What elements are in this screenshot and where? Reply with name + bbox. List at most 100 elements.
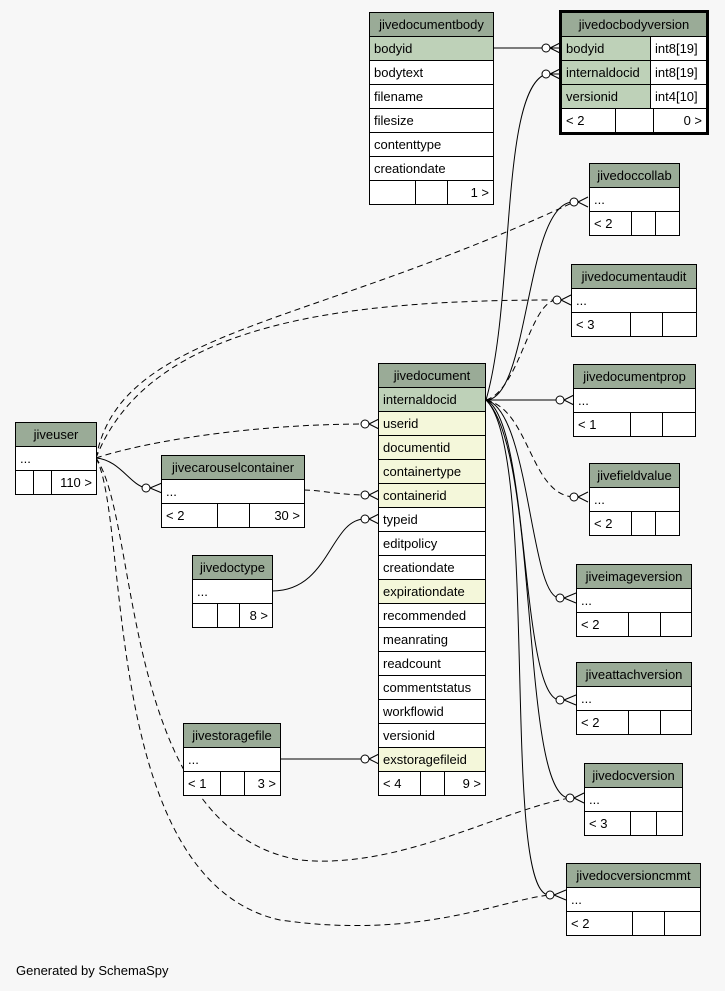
- table-footer: 8 >: [193, 604, 272, 627]
- column-ellipsis: ...: [581, 691, 592, 706]
- table-footer: < 2 30 >: [162, 504, 304, 527]
- parents-count: < 2: [594, 516, 613, 531]
- table-jivedocumentbody[interactable]: jivedocumentbody bodyid bodytext filenam…: [369, 12, 494, 205]
- column-meanrating: meanrating: [383, 632, 449, 647]
- table-footer: < 2: [577, 711, 691, 734]
- rows-count: [631, 212, 655, 235]
- parents-count: [16, 471, 33, 494]
- children-count: 0 >: [652, 109, 707, 132]
- rows-count: [217, 604, 239, 627]
- column-typeid: typeid: [383, 512, 418, 527]
- column-ellipsis: ...: [589, 792, 600, 807]
- edge-document-doccollab: [485, 201, 575, 401]
- column-bodytext: bodytext: [374, 65, 424, 80]
- table-jivedocumentprop[interactable]: jivedocumentprop ... < 1: [573, 364, 696, 437]
- rows-count: [628, 711, 660, 734]
- table-footer: < 4 9 >: [379, 772, 485, 795]
- table-jivestoragefile[interactable]: jivestoragefile ... < 1 3 >: [183, 723, 281, 796]
- parents-count: < 2: [566, 113, 585, 128]
- parents-count: [193, 604, 217, 627]
- column-bodyid: bodyid: [562, 37, 650, 60]
- children-count: [662, 413, 695, 436]
- rows-count: [630, 812, 656, 835]
- children-count: [660, 711, 691, 734]
- edge-user-docversioncmmt: [95, 457, 551, 927]
- column-bodyid: bodyid: [374, 41, 413, 56]
- parents-count: < 1: [578, 417, 597, 432]
- parents-count: < 3: [589, 816, 608, 831]
- edge-document-bodyversion: [485, 73, 547, 401]
- parents-count: < 1: [188, 776, 207, 791]
- rows-count: [419, 772, 444, 795]
- children-count: [662, 313, 696, 336]
- parents-count: < 2: [166, 508, 185, 523]
- column-internaldocid: internaldocid: [562, 61, 650, 84]
- table-footer: < 1: [574, 413, 695, 436]
- column-versionid: versionid: [562, 85, 650, 108]
- column-documentid: documentid: [383, 440, 451, 455]
- table-header: jivedocversion: [585, 764, 682, 788]
- column-exstoragefileid: exstoragefileid: [383, 752, 467, 767]
- column-commentstatus: commentstatus: [383, 680, 472, 695]
- column-type: int8[19]: [650, 61, 706, 84]
- column-ellipsis: ...: [571, 892, 582, 907]
- edge-carousel-document-containerid: [303, 489, 366, 496]
- table-footer: < 2: [577, 613, 691, 636]
- column-versionid: versionid: [383, 728, 436, 743]
- table-jivedocversioncmmt[interactable]: jivedocversioncmmt ... < 2: [566, 863, 701, 936]
- children-count: 1 >: [447, 181, 493, 204]
- rows-count: [219, 772, 244, 795]
- table-header: jivedoctype: [193, 556, 272, 580]
- table-header: jivedocbodyversion: [562, 13, 706, 37]
- table-jiveattachversion[interactable]: jiveattachversion ... < 2: [576, 662, 692, 735]
- table-footer: < 2: [590, 212, 679, 235]
- table-jivedoccollab[interactable]: jivedoccollab ... < 2: [589, 163, 680, 236]
- table-footer: < 2: [567, 912, 700, 935]
- column-containertype: containertype: [383, 464, 462, 479]
- children-count: 9 >: [443, 772, 486, 795]
- table-footer: < 2 0 >: [562, 109, 706, 132]
- edge-document-docversion: [485, 399, 571, 799]
- column-creationdate: creationdate: [383, 560, 455, 575]
- table-footer: 110 >: [16, 471, 96, 494]
- parents-count: < 2: [581, 715, 600, 730]
- table-header: jivecarouselcontainer: [162, 456, 304, 480]
- table-footer: 1 >: [370, 181, 493, 204]
- table-jivedoctype[interactable]: jivedoctype ... 8 >: [192, 555, 273, 628]
- rows-count: [632, 912, 664, 935]
- children-count: [655, 512, 679, 535]
- children-count: [655, 212, 679, 235]
- children-count: [656, 812, 682, 835]
- table-jivedocversion[interactable]: jivedocversion ... < 3: [584, 763, 683, 836]
- table-jivecarouselcontainer[interactable]: jivecarouselcontainer ... < 2 30 >: [161, 455, 305, 528]
- column-ellipsis: ...: [578, 393, 589, 408]
- rows-count: [216, 504, 249, 527]
- table-jiveimageversion[interactable]: jiveimageversion ... < 2: [576, 564, 692, 637]
- rows-count: [630, 313, 662, 336]
- edge-user-carouselcontainer: [95, 457, 147, 489]
- children-count: 30 >: [248, 504, 305, 527]
- parents-count: < 2: [571, 916, 590, 931]
- table-jivefieldvalue[interactable]: jivefieldvalue ... < 2: [589, 463, 680, 536]
- children-count: [664, 912, 700, 935]
- column-ellipsis: ...: [581, 593, 592, 608]
- edge-user-doccollab: [95, 201, 575, 459]
- table-header: jiveattachversion: [577, 663, 691, 687]
- generated-by-footer: Generated by SchemaSpy: [16, 963, 169, 978]
- rows-count: [628, 613, 660, 636]
- table-jivedocbodyversion[interactable]: jivedocbodyversion bodyid int8[19] inter…: [559, 10, 709, 135]
- table-jiveuser[interactable]: jiveuser ... 110 >: [15, 422, 97, 495]
- edge-document-docversioncmmt: [485, 399, 551, 896]
- column-workflowid: workflowid: [383, 704, 444, 719]
- column-recommended: recommended: [383, 608, 467, 623]
- table-header: jiveimageversion: [577, 565, 691, 589]
- table-jivedocumentaudit[interactable]: jivedocumentaudit ... < 3: [571, 264, 697, 337]
- table-jivedocument[interactable]: jivedocument internaldocid userid docume…: [378, 363, 486, 796]
- table-header: jivedoccollab: [590, 164, 679, 188]
- column-editpolicy: editpolicy: [383, 536, 438, 551]
- parents-count: < 4: [383, 776, 402, 791]
- rows-count: [631, 512, 655, 535]
- table-header: jivedocumentaudit: [572, 265, 696, 289]
- column-contenttype: contenttype: [374, 137, 442, 152]
- column-internaldocid: internaldocid: [383, 392, 457, 407]
